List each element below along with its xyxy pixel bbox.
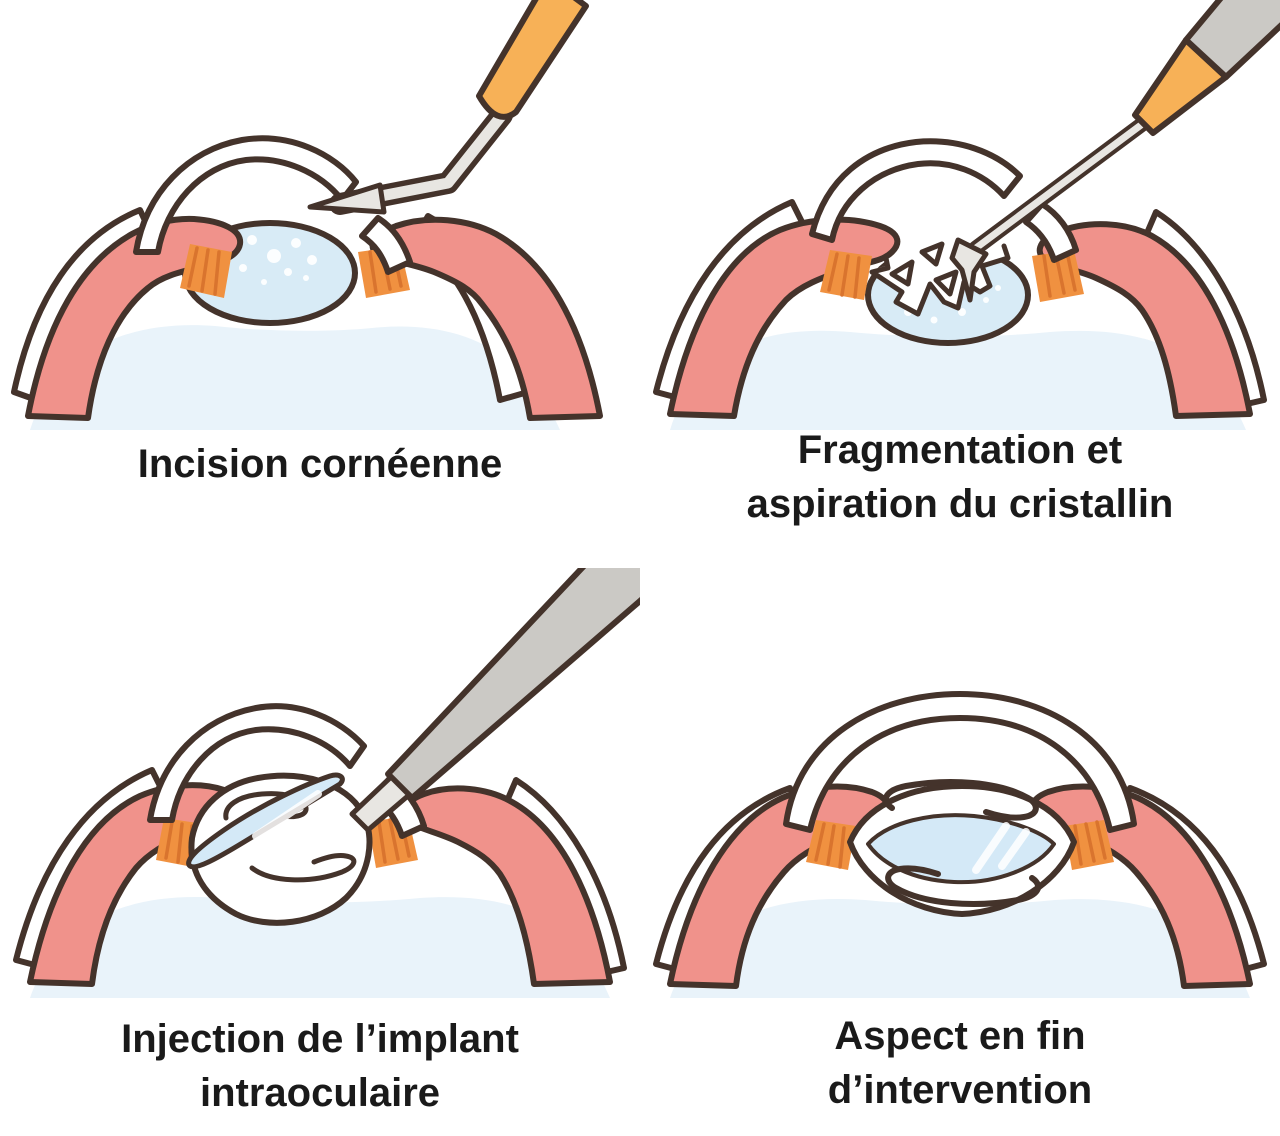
- eye-corneal-incision-illustration: [11, 0, 603, 430]
- panel-fragmentation: Fragmentation et aspiration du cristalli…: [640, 0, 1280, 568]
- implanted-iol: [847, 779, 1077, 917]
- zonules-right: [1032, 250, 1084, 302]
- cornea-flap-right: [1023, 201, 1079, 263]
- cornea-flap-right: [359, 215, 413, 275]
- iol-optic: [866, 813, 1056, 885]
- iol-haptic-bottom: [249, 853, 357, 883]
- injector-nozzle: [349, 774, 412, 833]
- zonules-right: [1064, 820, 1114, 870]
- iol-haptic-top: [882, 779, 1039, 821]
- capsular-bag: [186, 772, 373, 926]
- lens-fragment: [919, 241, 945, 267]
- iol-injector: [349, 568, 640, 833]
- injector-shaft: [385, 568, 640, 801]
- iol-haptic-bottom: [885, 865, 1042, 907]
- lens-fragment: [933, 269, 959, 297]
- caption-fragmentation: Fragmentation et aspiration du cristalli…: [746, 428, 1174, 526]
- blade-tip: [307, 182, 387, 215]
- lens-fragment: [889, 259, 915, 287]
- cornea-flap-left: [133, 135, 359, 255]
- panel-final-aspect: Aspect en fin d’intervention: [640, 568, 1280, 1136]
- eye-iol-injection-illustration: [13, 568, 640, 998]
- cornea-flap-left: [147, 703, 367, 823]
- probe-tip: [949, 237, 989, 303]
- caption-final-aspect: Aspect en fin d’intervention: [827, 1014, 1093, 1112]
- keratome-blade: [307, 0, 589, 215]
- eye-phacoemulsification-illustration: [653, 0, 1280, 430]
- zonules-left: [820, 250, 872, 300]
- vitreous: [30, 897, 610, 998]
- vitreous: [30, 325, 560, 430]
- caption-injection: Injection de l’implant intraoculaire: [121, 1017, 519, 1115]
- caption-incision: Incision cornéenne: [137, 442, 503, 486]
- probe-barrel: [1183, 0, 1280, 80]
- zonules-left: [180, 244, 232, 298]
- zonules-left: [806, 820, 856, 870]
- cornea-dome: [783, 691, 1137, 833]
- cornea-flap-left: [809, 138, 1023, 243]
- panel-incision: Incision cornéenne: [0, 0, 640, 568]
- phaco-probe: [949, 0, 1280, 303]
- panel-injection: Injection de l’implant intraoculaire: [0, 568, 640, 1136]
- instrument-handle: [476, 0, 589, 120]
- vitreous: [670, 330, 1246, 430]
- eye-final-result-illustration: [653, 691, 1267, 998]
- vitreous: [670, 899, 1250, 998]
